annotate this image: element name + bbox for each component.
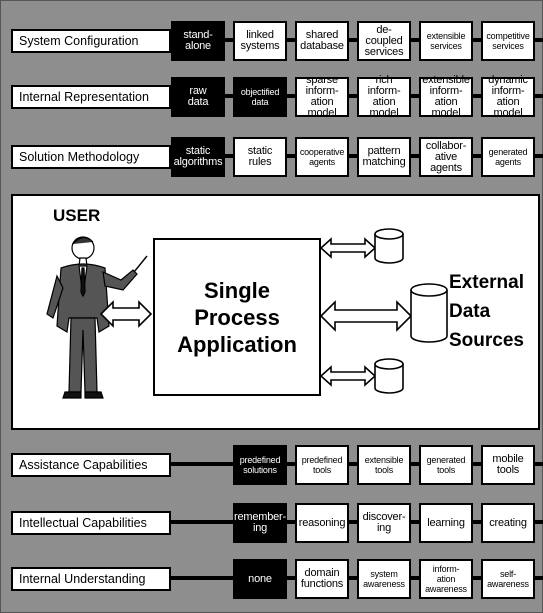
- database-cylinder-icon: [374, 358, 404, 394]
- stage-box: inform- ation awareness: [419, 559, 473, 599]
- stage-box: predefined solutions: [233, 445, 287, 485]
- stage-box: raw data: [171, 77, 225, 117]
- stage-box: generated agents: [481, 137, 535, 177]
- stage-box: stand- alone: [171, 21, 225, 61]
- presenter-figure-icon: [46, 236, 148, 399]
- row-assistance-capabilities: Assistance Capabilities predefined solut…: [11, 445, 543, 485]
- row-solution-methodology: Solution Methodology static algorithms s…: [11, 137, 543, 177]
- row-label: Intellectual Capabilities: [11, 511, 171, 535]
- stage-box: system awareness: [357, 559, 411, 599]
- stage-box: shared database: [295, 21, 349, 61]
- double-arrow-icon: [99, 300, 153, 328]
- database-cylinder-icon: [374, 228, 404, 264]
- stage-box: discover- ing: [357, 503, 411, 543]
- row-label: Solution Methodology: [11, 145, 171, 169]
- stage-box: none: [233, 559, 287, 599]
- row-intellectual-capabilities: Intellectual Capabilities remember- ing …: [11, 503, 543, 543]
- stage-box: learning: [419, 503, 473, 543]
- stage-box: mobile tools: [481, 445, 535, 485]
- stage-box: reasoning: [295, 503, 349, 543]
- stage-box: dynamic inform- ation model: [481, 75, 535, 119]
- stage-box: extensible tools: [357, 445, 411, 485]
- stage-box: generated tools: [419, 445, 473, 485]
- stage-box: competitive services: [481, 21, 535, 61]
- stage-box: rich inform- ation model: [357, 75, 411, 119]
- stage-box: remember- ing: [233, 503, 287, 543]
- double-arrow-icon: [319, 237, 377, 259]
- architecture-panel: USER: [11, 194, 540, 430]
- user-label: USER: [53, 206, 101, 225]
- stage-box: collabor- ative agents: [419, 137, 473, 177]
- stage-box: objectified data: [233, 77, 287, 117]
- stage-box: static rules: [233, 137, 287, 177]
- stage-box: pattern matching: [357, 137, 411, 177]
- stage-box: de- coupled services: [357, 21, 411, 61]
- double-arrow-icon: [319, 365, 377, 387]
- stage-box: extensible inform- ation model: [419, 75, 473, 119]
- stage-box: domain functions: [295, 559, 349, 599]
- row-label: Assistance Capabilities: [11, 453, 171, 477]
- stage-box: predefined tools: [295, 445, 349, 485]
- row-label: Internal Understanding: [11, 567, 171, 591]
- diagram-graphics: [46, 228, 448, 399]
- external-data-sources-label: External Data Sources: [449, 272, 524, 351]
- stage-box: self- awareness: [481, 559, 535, 599]
- database-cylinder-icon: [410, 283, 448, 343]
- stage-box: extensible services: [419, 21, 473, 61]
- stage-box: sparse inform- ation model: [295, 75, 349, 119]
- row-system-configuration: System Configuration stand- alone linked…: [11, 21, 543, 61]
- stage-box: cooperative agents: [295, 137, 349, 177]
- row-label: System Configuration: [11, 29, 171, 53]
- double-arrow-icon: [319, 300, 413, 332]
- row-internal-representation: Internal Representation raw data objecti…: [11, 75, 543, 119]
- stage-box: creating: [481, 503, 535, 543]
- row-label: Internal Representation: [11, 85, 171, 109]
- row-internal-understanding: Internal Understanding none domain funct…: [11, 559, 543, 599]
- stage-box: static algorithms: [171, 137, 225, 177]
- single-process-application: Single Process Application: [153, 238, 321, 396]
- stage-box: linked systems: [233, 21, 287, 61]
